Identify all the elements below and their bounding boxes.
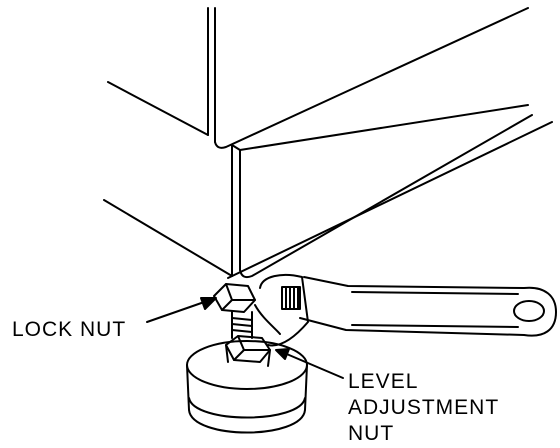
- level-nut-leader: [281, 351, 344, 379]
- lock-nut-arrowhead: [200, 297, 217, 310]
- level-nut-arrowhead: [275, 348, 290, 360]
- threaded-stud: [231, 311, 253, 339]
- level-adjustment-nut-label-line3: NUT: [348, 422, 395, 445]
- level-adjustment-nut-label-line1: LEVEL: [348, 370, 419, 393]
- upper-panel: [107, 7, 529, 149]
- adjustable-wrench: [254, 273, 557, 347]
- cabinet-corner: [103, 104, 553, 279]
- level-adjustment-nut-label-line2: ADJUSTMENT: [348, 396, 500, 419]
- lock-nut: [213, 283, 256, 313]
- leveling-foot: [186, 340, 308, 434]
- leader-lines: [146, 297, 344, 379]
- lock-nut-label: LOCK NUT: [12, 318, 127, 341]
- lock-nut-leader: [146, 299, 211, 323]
